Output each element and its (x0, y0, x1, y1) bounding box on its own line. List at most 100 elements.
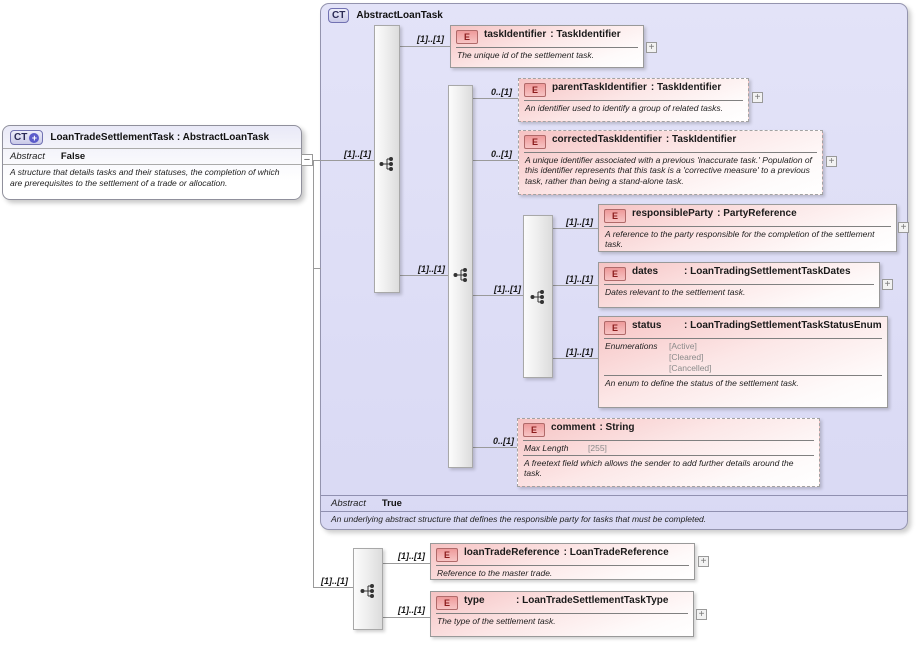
cardinality-label: [1]..[1] (494, 284, 521, 294)
cardinality-label: 0..[1] (491, 87, 513, 97)
cardinality-label: [1]..[1] (417, 34, 444, 44)
connector-line (313, 160, 314, 587)
enum-value: [Cancelled] (669, 363, 712, 373)
element-comment[interactable]: E comment: String Max Length [255] A fre… (517, 418, 820, 487)
element-name: parentTaskIdentifier (552, 82, 647, 93)
element-badge: E (524, 135, 546, 149)
element-description: A freetext field which allows the sender… (524, 458, 794, 479)
element-taskIdentifier[interactable]: E taskIdentifier: TaskIdentifier The uni… (450, 25, 644, 68)
element-description: A unique identifier associated with a pr… (525, 155, 812, 186)
connector-line (553, 285, 598, 286)
expand-button[interactable]: + (882, 279, 893, 290)
connector-line (383, 563, 430, 564)
expand-button[interactable]: + (696, 609, 707, 620)
connector-line (313, 268, 321, 269)
connector-line (400, 275, 448, 276)
element-description: Reference to the master trade. (437, 568, 553, 578)
element-type: : LoanTradeSettlementTaskType (516, 595, 669, 606)
abstract-label: Abstract (331, 498, 366, 509)
connector-line (553, 228, 598, 229)
element-correctedTaskIdentifier[interactable]: E correctedTaskIdentifier: TaskIdentifie… (518, 130, 823, 195)
cardinality-label: [1]..[1] (321, 576, 348, 586)
element-status[interactable]: E status: LoanTradingSettlementTaskStatu… (598, 316, 888, 408)
node-title: LoanTradeSettlementTask : AbstractLoanTa… (50, 132, 270, 143)
expand-button[interactable]: + (898, 222, 909, 233)
sequence-icon (453, 268, 467, 282)
element-description: The type of the settlement task. (437, 616, 556, 626)
expand-button[interactable]: + (826, 156, 837, 167)
complex-type-plus-badge: CT+ (10, 130, 44, 145)
connector-line (313, 160, 374, 161)
cardinality-label: [1]..[1] (398, 551, 425, 561)
element-description: A reference to the party responsible for… (605, 229, 875, 250)
element-badge: E (456, 30, 478, 44)
element-name: responsibleParty (632, 208, 714, 219)
cardinality-label: [1]..[1] (566, 274, 593, 284)
connector-line (553, 358, 598, 359)
element-type: : TaskIdentifier (665, 134, 737, 145)
connector-line (473, 98, 518, 99)
element-badge: E (604, 209, 626, 223)
container-title: AbstractLoanTask (356, 10, 443, 21)
element-badge: E (524, 83, 546, 97)
connector-line (473, 160, 518, 161)
cardinality-label: [1]..[1] (566, 217, 593, 227)
cardinality-label: [1]..[1] (566, 347, 593, 357)
abstract-value: True (381, 498, 402, 509)
element-type: : LoanTradeReference (563, 547, 669, 558)
element-description: The unique id of the settlement task. (457, 50, 595, 60)
element-name: correctedTaskIdentifier (552, 134, 662, 145)
complex-type-badge: CT (328, 8, 350, 23)
element-description: An enum to define the status of the sett… (605, 378, 799, 388)
element-name: taskIdentifier (484, 29, 547, 40)
cardinality-label: 0..[1] (493, 436, 515, 446)
element-type: : TaskIdentifier (650, 82, 722, 93)
element-responsibleParty[interactable]: E responsibleParty: PartyReference A ref… (598, 204, 897, 252)
cardinality-label: [1]..[1] (418, 264, 445, 274)
cardinality-label: [1]..[1] (398, 605, 425, 615)
element-description: Dates relevant to the settlement task. (605, 287, 746, 297)
element-badge: E (436, 596, 458, 610)
abstract-label: Abstract (10, 151, 45, 162)
element-type: : LoanTradingSettlementTaskStatusEnum (684, 320, 882, 331)
connector-line (473, 447, 517, 448)
node-header: CT+ LoanTradeSettlementTask : AbstractLo… (3, 126, 301, 148)
element-name: dates (632, 266, 659, 277)
element-parentTaskIdentifier[interactable]: E parentTaskIdentifier: TaskIdentifier A… (518, 78, 749, 122)
enumerations-label: Enumerations (605, 341, 658, 351)
element-name: type (464, 595, 485, 606)
sequence-icon (360, 584, 374, 598)
enum-value: [Cleared] (669, 352, 704, 362)
element-name: loanTradeReference (464, 547, 560, 558)
connector-line (400, 46, 450, 47)
collapse-toggle-button[interactable]: − (301, 154, 313, 166)
container-description: An underlying abstract structure that de… (321, 511, 907, 529)
max-length-label: Max Length (524, 443, 569, 453)
container-header: CT AbstractLoanTask (321, 4, 907, 26)
cardinality-label: [1]..[1] (344, 149, 371, 159)
element-type: : LoanTradingSettlementTaskDates (684, 266, 851, 277)
element-loanTradeReference[interactable]: E loanTradeReference: LoanTradeReference… (430, 543, 695, 580)
element-badge: E (604, 267, 626, 281)
max-length-value: [255] (588, 443, 607, 453)
element-description: An identifier used to identify a group o… (525, 103, 723, 113)
connector-line (383, 617, 430, 618)
element-badge: E (523, 423, 545, 437)
enum-value: [Active] (669, 341, 697, 351)
element-dates[interactable]: E dates: LoanTradingSettlementTaskDates … (598, 262, 880, 308)
sequence-icon (379, 157, 393, 171)
plus-circle-icon: + (29, 132, 40, 143)
element-type[interactable]: E type : LoanTradeSettlementTaskType The … (430, 591, 694, 637)
sequence-icon (530, 290, 544, 304)
expand-button[interactable]: + (698, 556, 709, 567)
cardinality-label: 0..[1] (491, 149, 513, 159)
element-name: comment (551, 422, 596, 433)
expand-button[interactable]: + (646, 42, 657, 53)
container-footer: Abstract True An underlying abstract str… (321, 495, 907, 529)
expand-button[interactable]: + (752, 92, 763, 103)
element-type: : String (599, 422, 635, 433)
connector-line (313, 587, 353, 588)
element-badge: E (604, 321, 626, 335)
loan-trade-settlement-task-node[interactable]: CT+ LoanTradeSettlementTask : AbstractLo… (2, 125, 302, 200)
